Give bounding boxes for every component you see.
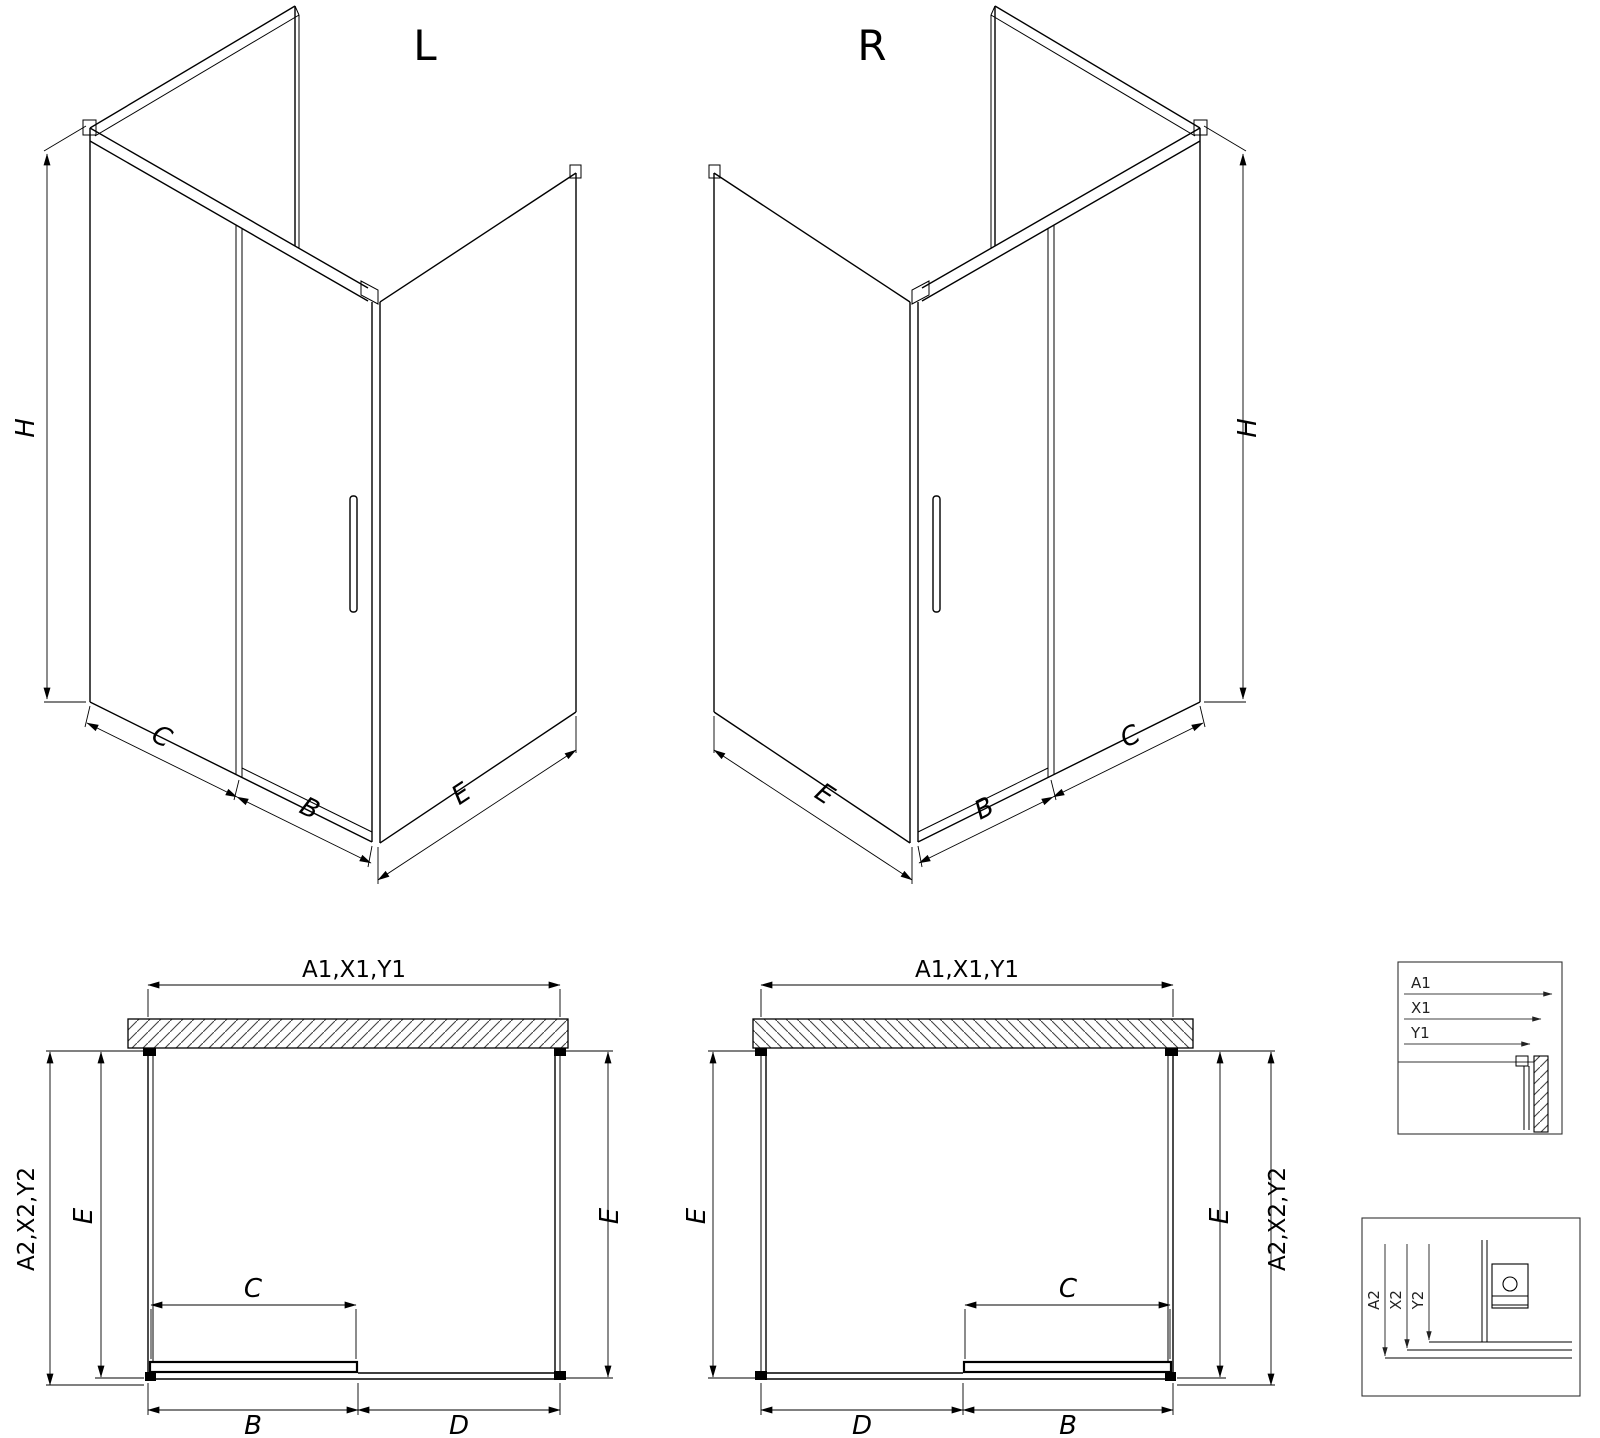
plan-right-dim-e-left: E bbox=[682, 1207, 712, 1224]
plan-left-dim-e-left: E bbox=[69, 1207, 99, 1224]
plan-right-dim-a1: A1,X1,Y1 bbox=[915, 957, 1019, 983]
dim-label-c-left: C bbox=[147, 719, 177, 754]
plan-right-view: A1,X1,Y1 E A2,X2,Y2 E C B D bbox=[682, 957, 1291, 1438]
detail-top-label-y1: Y1 bbox=[1410, 1024, 1430, 1042]
view-label-left: L bbox=[413, 21, 437, 70]
plan-left-dim-e-right: E bbox=[595, 1207, 625, 1224]
dim-label-e-right: E bbox=[809, 777, 840, 811]
dim-label-h-left: H bbox=[11, 418, 41, 438]
iso-right-geometry bbox=[709, 6, 1246, 884]
view-label-right: R bbox=[857, 21, 886, 70]
detail-top-label-a1: A1 bbox=[1411, 974, 1431, 992]
plan-left-dim-a1: A1,X1,Y1 bbox=[302, 957, 406, 983]
detail-top-view: A1 X1 Y1 bbox=[1397, 961, 1563, 1135]
plan-left-view: A1,X1,Y1 E A2,X2,Y2 E C B D bbox=[14, 957, 625, 1438]
plan-right-dim-a2: A2,X2,Y2 bbox=[1265, 1167, 1291, 1271]
iso-left-geometry bbox=[44, 6, 581, 884]
dim-label-c-right: C bbox=[1116, 719, 1146, 754]
dim-label-h-right: H bbox=[1233, 418, 1263, 438]
iso-left-view: L H C B E bbox=[11, 6, 581, 884]
plan-right-geometry bbox=[708, 985, 1275, 1415]
plan-left-geometry bbox=[46, 985, 613, 1415]
plan-left-dim-b: B bbox=[244, 1411, 262, 1438]
dim-label-b-right: B bbox=[970, 791, 999, 826]
detail-bottom-view: A2 X2 Y2 bbox=[1361, 1217, 1581, 1397]
plan-right-dim-e-right: E bbox=[1205, 1207, 1235, 1224]
detail-bottom-label-y2: Y2 bbox=[1409, 1291, 1427, 1311]
detail-top-label-x1: X1 bbox=[1411, 999, 1431, 1017]
plan-right-dim-d: D bbox=[852, 1411, 872, 1438]
dim-label-e-left: E bbox=[446, 777, 477, 811]
plan-left-dim-a2: A2,X2,Y2 bbox=[14, 1167, 40, 1271]
plan-right-dim-c: C bbox=[1059, 1274, 1078, 1304]
plan-left-dim-d: D bbox=[449, 1411, 469, 1438]
detail-bottom-label-x2: X2 bbox=[1387, 1290, 1405, 1310]
iso-right-view: R H E B C bbox=[709, 6, 1263, 884]
plan-left-dim-c: C bbox=[244, 1274, 263, 1304]
plan-right-dim-b: B bbox=[1059, 1411, 1077, 1438]
detail-bottom-label-a2: A2 bbox=[1365, 1290, 1383, 1310]
